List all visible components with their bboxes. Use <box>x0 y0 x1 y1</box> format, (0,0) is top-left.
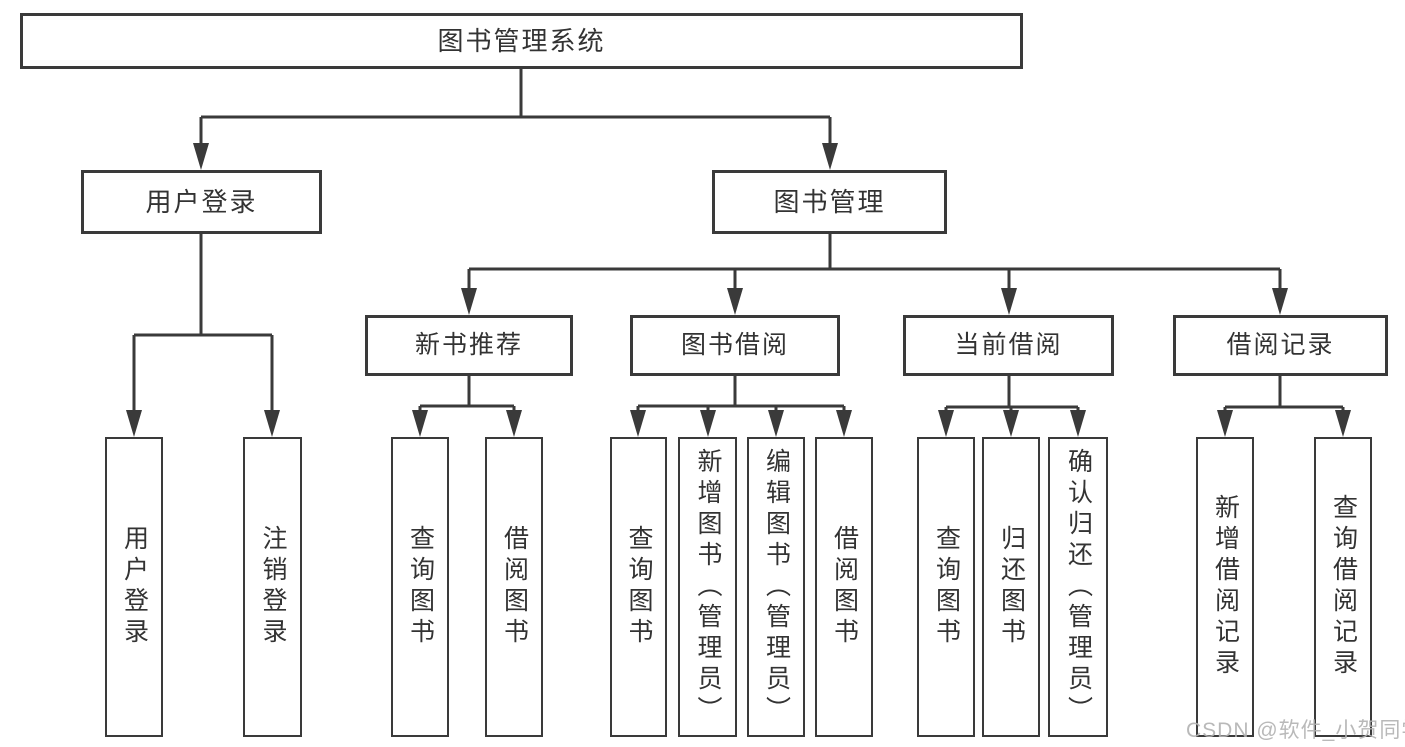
node-label: 查询借阅记录 <box>1329 494 1358 680</box>
node-label: 新书推荐 <box>414 331 523 359</box>
node-label: 图书借阅 <box>680 331 789 359</box>
node-leaf-bb-add-books: 新增图书（管理员） <box>678 437 737 737</box>
node-label: 归还图书 <box>997 525 1026 649</box>
node-label: 借阅图书 <box>500 525 529 649</box>
node-current-borrowing: 当前借阅 <box>903 315 1114 376</box>
node-leaf-nb-borrow-books: 借阅图书 <box>485 437 543 737</box>
node-label: 注销登录 <box>259 525 287 649</box>
node-borrowing-records: 借阅记录 <box>1173 315 1388 376</box>
node-leaf-bb-edit-books: 编辑图书（管理员） <box>747 437 805 737</box>
connector-book-borrowing <box>636 376 846 413</box>
node-leaf-br-query-record: 查询借阅记录 <box>1314 437 1372 737</box>
node-system-root: 图书管理系统 <box>20 13 1023 69</box>
connector-book-management <box>467 234 1282 291</box>
node-label: 确认归还（管理员） <box>1064 447 1093 727</box>
node-leaf-nb-query-books: 查询图书 <box>391 437 449 737</box>
node-new-book-recommend: 新书推荐 <box>365 315 573 376</box>
connector-root <box>199 69 832 146</box>
node-leaf-cb-return-books: 归还图书 <box>982 437 1040 737</box>
node-label: 新增借阅记录 <box>1211 494 1240 680</box>
connector-borrowing-records <box>1223 376 1345 413</box>
node-label: 用户登录 <box>145 187 258 217</box>
node-label: 查询图书 <box>406 525 435 649</box>
node-leaf-bb-query-books: 查询图书 <box>610 437 667 737</box>
node-label: 新增图书（管理员） <box>694 447 722 727</box>
node-leaf-cb-query-books: 查询图书 <box>917 437 975 737</box>
node-label: 借阅记录 <box>1226 331 1335 359</box>
node-label: 借阅图书 <box>830 525 859 649</box>
node-label: 编辑图书（管理员） <box>762 447 791 727</box>
node-leaf-bb-borrow-books: 借阅图书 <box>815 437 873 737</box>
node-label: 查询图书 <box>932 525 961 649</box>
connector-user-login <box>132 234 274 413</box>
connector-new-book <box>418 376 516 413</box>
node-book-borrowing: 图书借阅 <box>630 315 840 376</box>
node-label: 查询图书 <box>625 525 653 649</box>
watermark: CSDN @软件_小贺同学 <box>1186 719 1405 742</box>
node-label: 图书管理系统 <box>437 26 606 56</box>
node-label: 当前借阅 <box>954 331 1063 359</box>
node-book-management: 图书管理 <box>712 170 947 234</box>
arrowheads <box>126 143 1351 437</box>
node-leaf-logout: 注销登录 <box>243 437 302 737</box>
connector-current-borrowing <box>944 376 1080 413</box>
node-label: 用户登录 <box>120 525 149 649</box>
node-label: 图书管理 <box>773 187 886 217</box>
node-user-login: 用户登录 <box>81 170 322 234</box>
node-leaf-cb-confirm-return: 确认归还（管理员） <box>1048 437 1108 737</box>
node-leaf-user-login: 用户登录 <box>105 437 163 737</box>
node-leaf-br-add-record: 新增借阅记录 <box>1196 437 1254 737</box>
